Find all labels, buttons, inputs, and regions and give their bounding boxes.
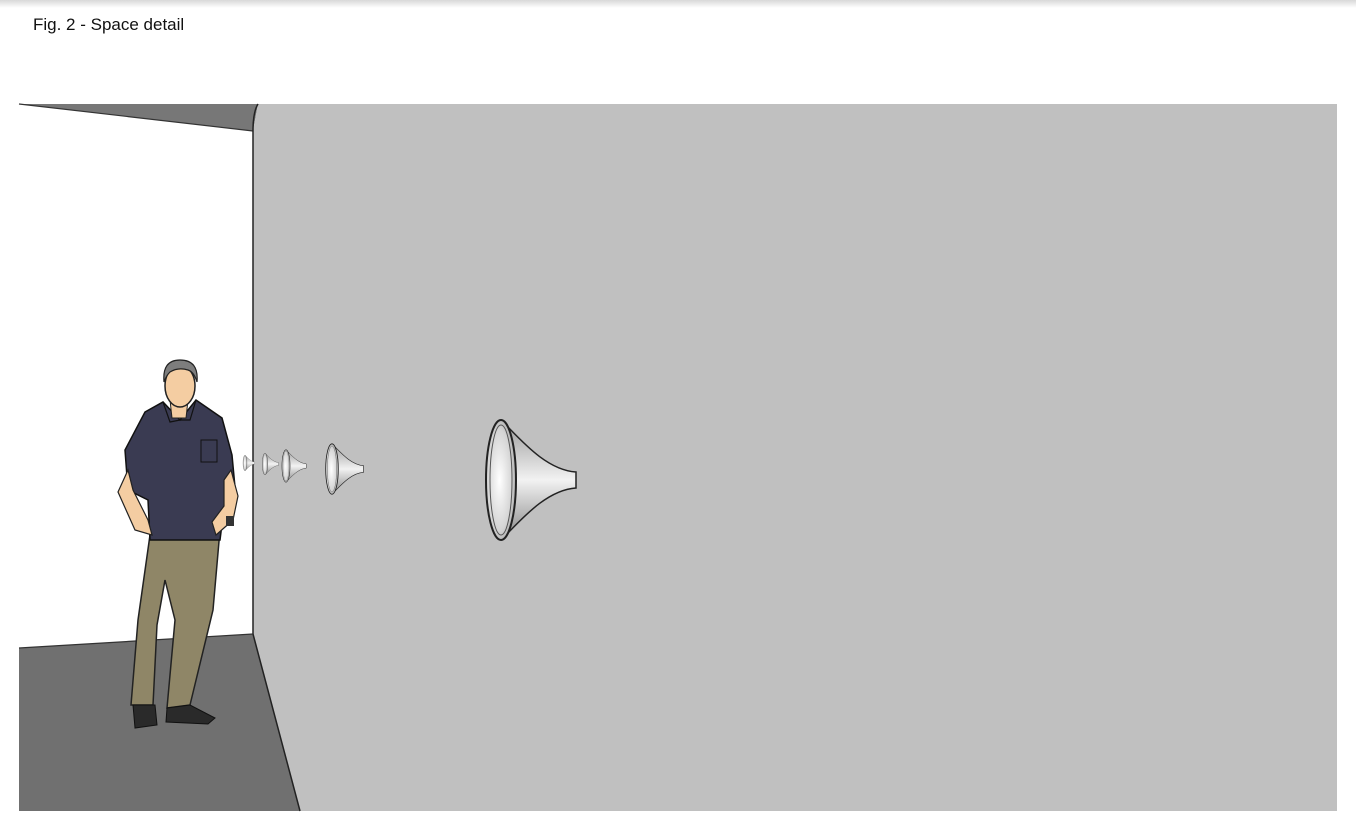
page-top-shadow: [0, 0, 1356, 8]
left-shoe: [132, 704, 158, 729]
left-arm: [117, 468, 153, 536]
trousers: [130, 529, 221, 709]
side-wall: [19, 104, 258, 648]
floor: [19, 634, 300, 811]
right-shoe: [165, 704, 216, 725]
figure-caption: Fig. 2 - Space detail: [33, 15, 185, 34]
hair: [163, 359, 198, 383]
person-figure: [117, 359, 239, 729]
back-wall: [253, 104, 1337, 811]
